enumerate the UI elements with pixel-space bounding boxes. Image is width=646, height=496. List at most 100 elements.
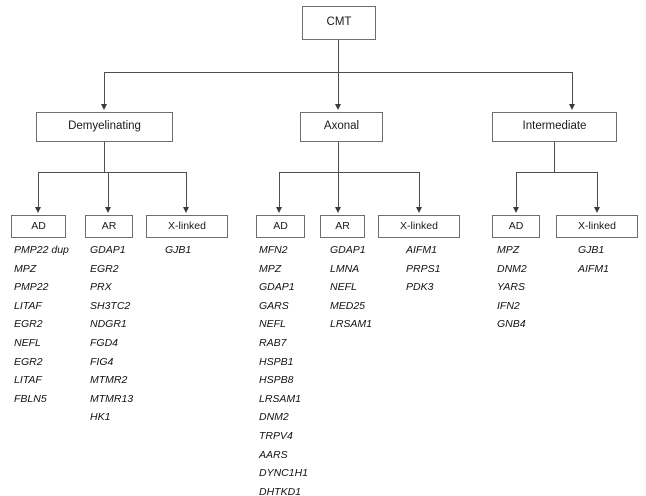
gene-entry: MPZ bbox=[14, 262, 37, 275]
gene-entry: LRSAM1 bbox=[259, 392, 302, 405]
gene-entry: PDK3 bbox=[406, 281, 434, 294]
gene-entry: MPZ bbox=[259, 262, 282, 275]
node-demyelinating-label: Demyelinating bbox=[68, 120, 141, 133]
node-cmt[interactable]: CMT bbox=[302, 6, 376, 40]
gene-entry: GDAP1 bbox=[330, 244, 366, 256]
gene-entry: AIFM1 bbox=[406, 244, 437, 256]
connector-drop-intermediate-ad bbox=[516, 172, 517, 208]
arrowhead-axonal-ar bbox=[334, 207, 341, 213]
gene-entry: EGR2 bbox=[14, 318, 43, 331]
gene-entry: NEFL bbox=[330, 281, 357, 294]
arrowhead-demyelinating-ar bbox=[104, 207, 111, 213]
node-demyelinating-ad-label: AD bbox=[31, 220, 46, 233]
node-axonal-ar[interactable]: AR bbox=[320, 215, 365, 238]
gene-entry: IFN2 bbox=[497, 299, 520, 312]
gene-entry: DNM2 bbox=[497, 262, 527, 275]
gene-entry: AIFM1 bbox=[578, 262, 609, 275]
arrowhead-demyelinating-xlinked bbox=[182, 207, 189, 213]
gene-entry: DHTKD1 bbox=[259, 485, 302, 496]
gene-entry: HSPB1 bbox=[259, 355, 294, 368]
connector-drop-intermediate-xlinked bbox=[597, 172, 598, 208]
gene-entry: GDAP1 bbox=[90, 244, 126, 256]
gene-entry: MED25 bbox=[330, 299, 366, 312]
gene-entry: SH3TC2 bbox=[90, 299, 131, 312]
gene-entry: GJB1 bbox=[165, 244, 192, 256]
arrowhead-demyelinating bbox=[100, 104, 107, 110]
node-intermediate-label: Intermediate bbox=[522, 120, 587, 133]
node-axonal-label: Axonal bbox=[323, 120, 360, 133]
node-demyelinating-ar[interactable]: AR bbox=[85, 215, 133, 238]
genelist-demyelinating-xlinked: GJB1 bbox=[165, 241, 191, 260]
gene-entry: DYNC1H1 bbox=[259, 467, 309, 480]
connector-axonal-bus bbox=[279, 172, 419, 173]
gene-entry: PRPS1 bbox=[406, 262, 441, 275]
connector-drop-axonal-xlinked bbox=[419, 172, 420, 208]
node-axonal-xlinked[interactable]: X-linked bbox=[378, 215, 460, 238]
gene-entry: MFN2 bbox=[259, 244, 288, 256]
connector-intermediate-stem bbox=[554, 142, 555, 172]
node-demyelinating-xlinked-label: X-linked bbox=[168, 220, 206, 233]
node-intermediate-ad[interactable]: AD bbox=[492, 215, 540, 238]
connector-drop-demyelinating-xlinked bbox=[186, 172, 187, 208]
arrowhead-intermediate-ad bbox=[512, 207, 519, 213]
gene-entry: MTMR2 bbox=[90, 374, 128, 387]
connector-drop-demyelinating-ar bbox=[108, 172, 109, 208]
node-demyelinating[interactable]: Demyelinating bbox=[36, 112, 173, 142]
node-demyelinating-ar-label: AR bbox=[101, 220, 117, 233]
connector-demyelinating-stem bbox=[104, 142, 105, 172]
gene-entry: AARS bbox=[259, 448, 288, 461]
node-cmt-label: CMT bbox=[326, 16, 352, 29]
node-demyelinating-ad[interactable]: AD bbox=[11, 215, 66, 238]
connector-drop-axonal-ar bbox=[338, 172, 339, 208]
gene-entry: EGR2 bbox=[14, 355, 43, 368]
gene-entry: LITAF bbox=[14, 374, 42, 387]
connector-demyelinating-bus bbox=[38, 172, 186, 173]
node-intermediate-xlinked-label: X-linked bbox=[578, 220, 616, 233]
node-intermediate-xlinked[interactable]: X-linked bbox=[556, 215, 638, 238]
gene-entry: YARS bbox=[497, 281, 526, 294]
gene-entry: LRSAM1 bbox=[330, 318, 373, 331]
gene-entry: MPZ bbox=[497, 244, 520, 256]
node-axonal-ad[interactable]: AD bbox=[256, 215, 305, 238]
connector-drop-axonal-ad bbox=[279, 172, 280, 208]
arrowhead-axonal-ad bbox=[275, 207, 282, 213]
gene-entry: DNM2 bbox=[259, 411, 289, 424]
node-intermediate[interactable]: Intermediate bbox=[492, 112, 617, 142]
node-axonal[interactable]: Axonal bbox=[300, 112, 383, 142]
gene-entry: HSPB8 bbox=[259, 374, 294, 387]
connector-intermediate-bus bbox=[516, 172, 597, 173]
gene-entry: MTMR13 bbox=[90, 392, 134, 405]
connector-root-stem bbox=[338, 40, 339, 72]
gene-entry: LITAF bbox=[14, 299, 42, 312]
gene-entry: FGD4 bbox=[90, 336, 119, 349]
node-intermediate-ad-label: AD bbox=[508, 220, 524, 233]
gene-entry: FIG4 bbox=[90, 355, 114, 368]
arrowhead-axonal bbox=[334, 104, 341, 110]
connector-drop-axonal bbox=[338, 72, 339, 105]
gene-entry: PMP22 bbox=[14, 281, 49, 294]
gene-entry: GDAP1 bbox=[259, 281, 295, 294]
gene-entry: NEFL bbox=[14, 336, 41, 349]
node-axonal-ar-label: AR bbox=[335, 220, 350, 233]
gene-entry: PMP22 dup bbox=[14, 244, 69, 256]
gene-entry: LMNA bbox=[330, 262, 360, 275]
gene-entry: PRX bbox=[90, 281, 112, 294]
connector-axonal-stem bbox=[338, 142, 339, 172]
gene-entry: NEFL bbox=[259, 318, 286, 331]
gene-entry: TRPV4 bbox=[259, 429, 293, 442]
gene-entry: GARS bbox=[259, 299, 289, 312]
connector-drop-demyelinating bbox=[104, 72, 105, 105]
connector-drop-demyelinating-ad bbox=[38, 172, 39, 208]
gene-entry: RAB7 bbox=[259, 336, 287, 349]
node-demyelinating-xlinked[interactable]: X-linked bbox=[146, 215, 228, 238]
arrowhead-intermediate bbox=[568, 104, 575, 110]
connector-drop-intermediate bbox=[572, 72, 573, 105]
